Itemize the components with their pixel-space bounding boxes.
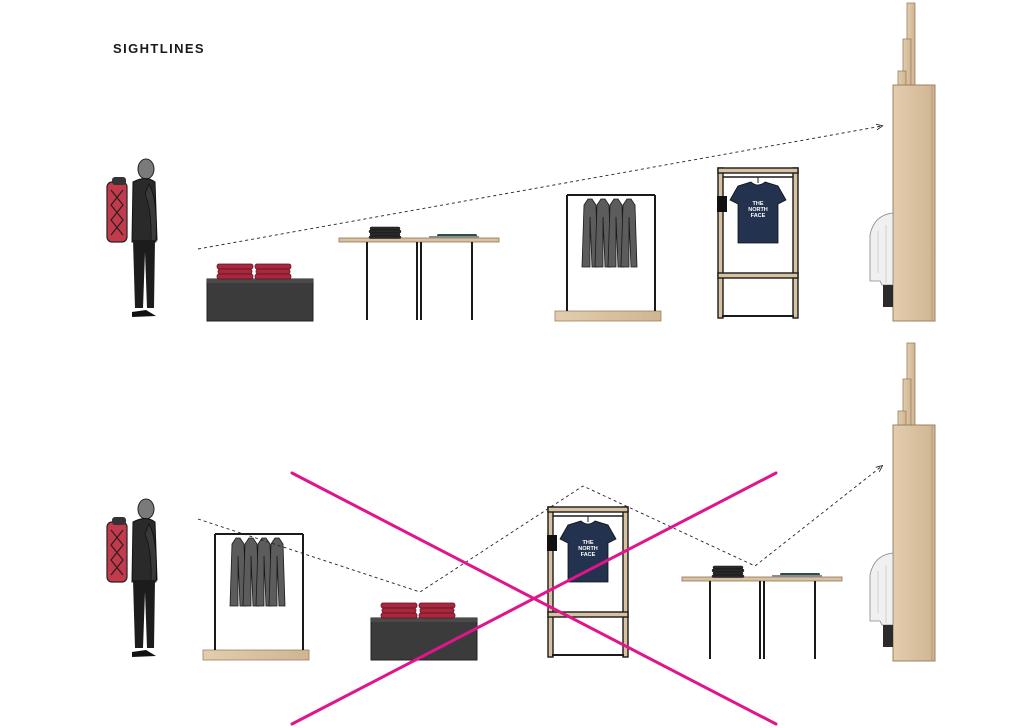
tshirt-display-frame: THE NORTH FACE — [546, 506, 629, 658]
stone-display-block — [370, 602, 478, 661]
clothing-rack — [554, 194, 662, 322]
wooden-wall-unit — [869, 2, 936, 322]
tshirt-logo-line-2: NORTH — [748, 207, 768, 213]
display-table — [681, 565, 843, 660]
sightline-arrow — [197, 466, 882, 593]
tshirt-logo-line-3: FACE — [581, 552, 596, 558]
tshirt-logo-line-1: THE — [583, 540, 594, 546]
shopper-figure — [106, 158, 158, 318]
sightline-arrow — [197, 126, 882, 250]
tshirt-logo-line-2: NORTH — [578, 546, 598, 552]
tshirt-logo-line-3: FACE — [751, 213, 766, 219]
panel-bad-sightline: THE NORTH FACE — [106, 342, 936, 726]
wooden-wall-unit — [869, 342, 936, 662]
stone-display-block — [206, 263, 314, 322]
shopper-figure — [106, 498, 158, 658]
tshirt-display-frame: THE NORTH FACE — [716, 167, 799, 319]
display-table — [338, 226, 500, 321]
panel-good-sightline: THE NORTH FACE — [106, 2, 936, 322]
clothing-rack — [202, 533, 310, 661]
diagram-title: SIGHTLINES — [113, 41, 206, 56]
tshirt-logo-line-1: THE — [753, 201, 764, 207]
cross-out-mark — [290, 471, 778, 726]
